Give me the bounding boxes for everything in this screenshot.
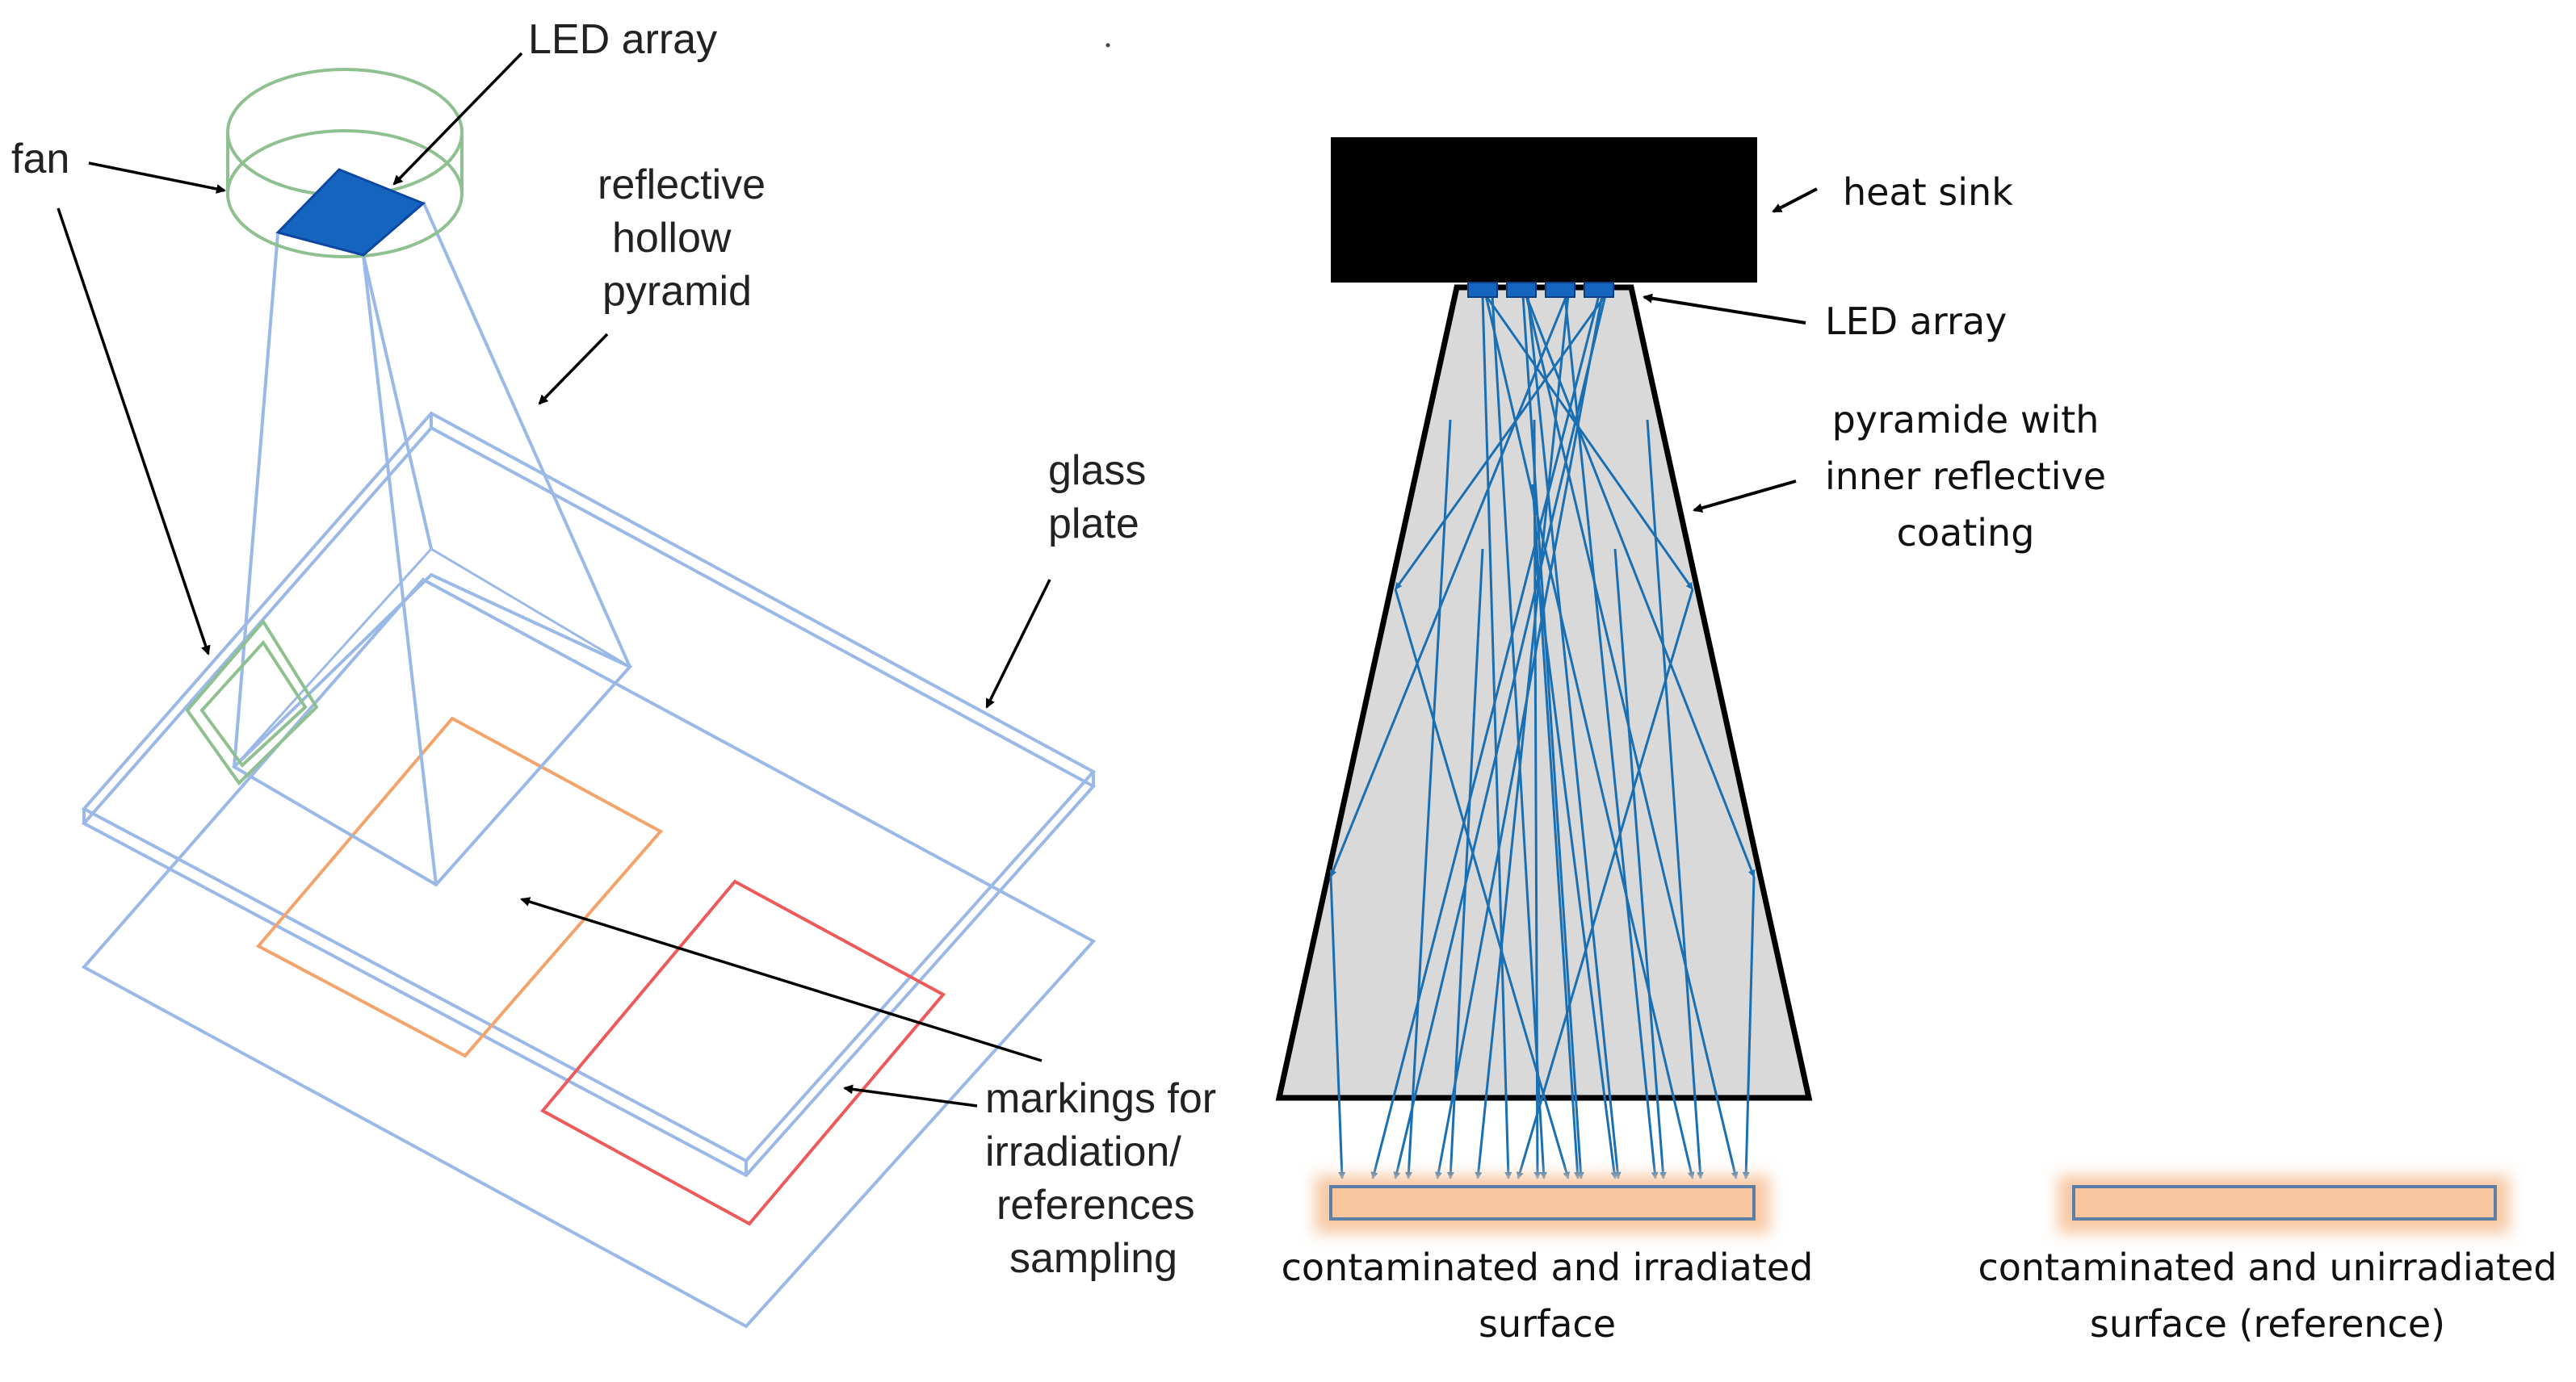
- glass-plate-upper: [81, 411, 1097, 1178]
- label-markings-line-2: irradiation/: [985, 1129, 1181, 1175]
- label-surface-irradiated-line-2: surface: [1479, 1302, 1616, 1346]
- irradiation-marking: [255, 716, 664, 1058]
- fan-side: [185, 618, 319, 786]
- reference-marking: [539, 879, 946, 1226]
- label-led-array-left: LED array: [528, 16, 717, 63]
- light-rays: [1329, 295, 1756, 1179]
- label-surface-irradiated-line-1: contaminated and irradiated: [1282, 1246, 1814, 1289]
- label-led-array-right: LED array: [1825, 299, 2007, 343]
- heat-sink: [1331, 137, 1757, 283]
- label-pyramid-line-3: pyramid: [602, 268, 752, 315]
- label-surface-reference-line-1: contaminated and unirradiated: [1978, 1246, 2557, 1289]
- surface-reference: [2058, 1175, 2510, 1233]
- label-surface-reference-line-2: surface (reference): [2090, 1302, 2445, 1346]
- left-pointer-arrows: [57, 52, 1051, 1108]
- label-pyramid-line-1: reflective: [598, 161, 766, 208]
- surface-irradiated: [1315, 1175, 1770, 1233]
- label-markings-line-3: references: [996, 1182, 1195, 1229]
- label-pyramide-line-1: pyramide with: [1832, 398, 2100, 442]
- label-pyramide-line-3: coating: [1897, 511, 2035, 555]
- label-markings-line-1: markings for: [985, 1075, 1216, 1122]
- reflective-hollow-pyramid: [233, 201, 631, 886]
- right-cross-section-diagram: heat sink LED array pyramide with inner …: [1275, 137, 2557, 1346]
- stray-dot: [1105, 43, 1110, 48]
- label-pyramide-line-2: inner reflective: [1825, 454, 2106, 498]
- left-isometric-diagram: LED array fan reflective hollow pyramid …: [11, 16, 1216, 1329]
- label-markings-line-4: sampling: [1009, 1235, 1177, 1282]
- label-heat-sink: heat sink: [1843, 170, 2013, 214]
- label-fan: fan: [11, 136, 69, 182]
- led-array-square: [275, 168, 426, 257]
- led-array-elements: [1467, 282, 1614, 298]
- reflective-pyramid: [1275, 284, 1813, 1101]
- label-glass-plate-line-1: glass: [1048, 447, 1146, 494]
- fan-top: [226, 68, 464, 258]
- right-pointer-arrows: [1643, 187, 1818, 513]
- label-glass-plate-line-2: plate: [1048, 500, 1139, 547]
- glass-plate-lower: [81, 577, 1097, 1329]
- label-pyramid-line-2: hollow: [612, 215, 732, 262]
